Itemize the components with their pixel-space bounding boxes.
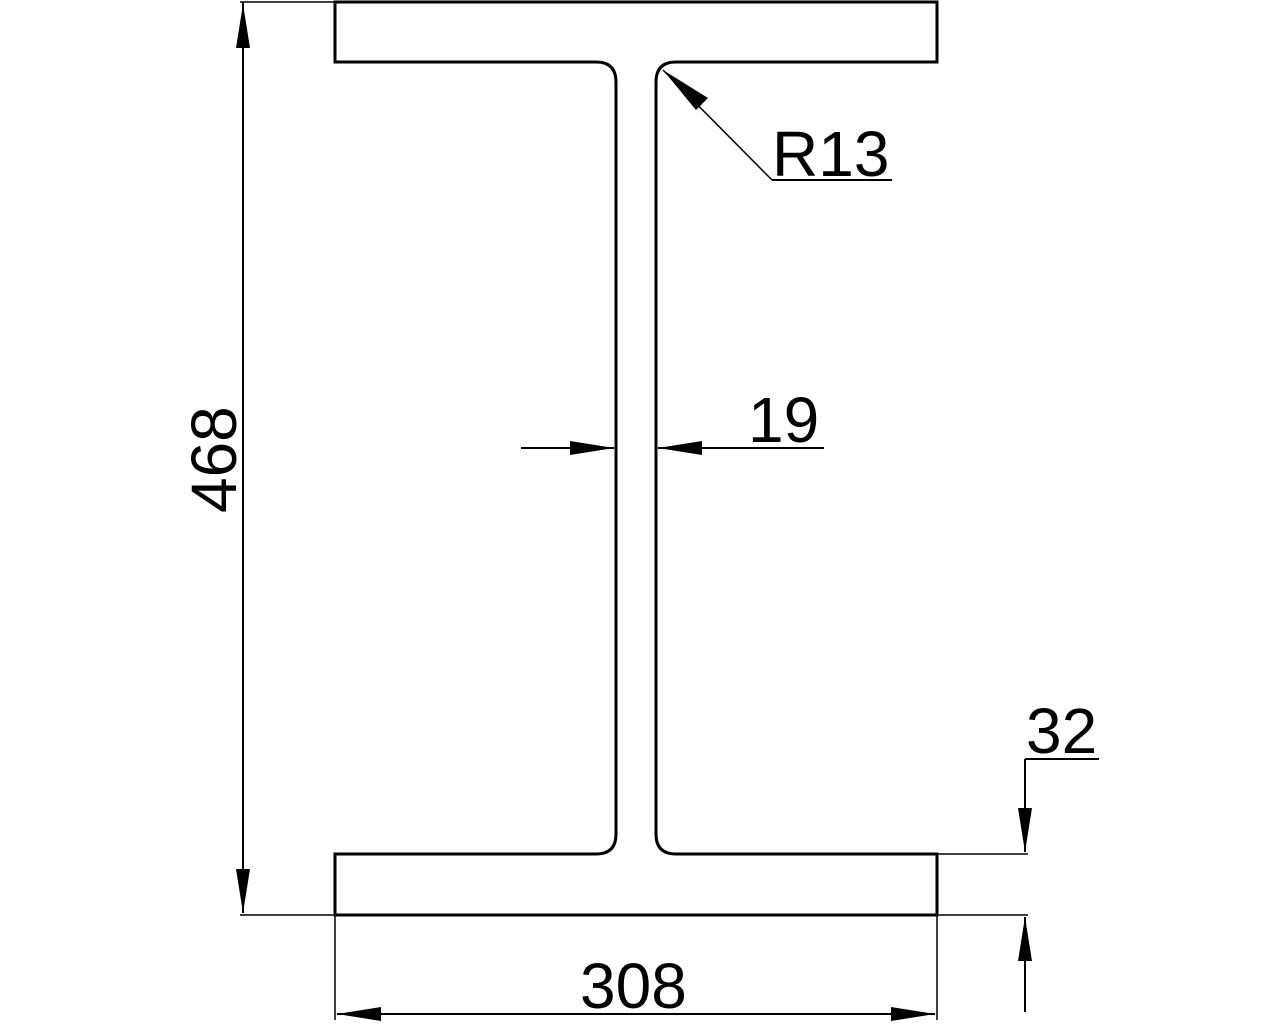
width-dimension: 308: [334, 915, 938, 1022]
height-label: 468: [178, 406, 250, 513]
arrow-left-icon: [658, 441, 702, 455]
fillet-radius-leader: R13: [662, 69, 892, 190]
arrow-up-icon: [1018, 917, 1032, 961]
arrow-right-icon: [891, 1007, 935, 1021]
web-thickness-label: 19: [748, 384, 819, 456]
height-dimension: 468: [178, 1, 335, 916]
fillet-radius-label: R13: [772, 118, 889, 190]
arrow-left-icon: [337, 1007, 381, 1021]
leader-arrow-icon: [663, 70, 708, 110]
web-thickness-dimension: 19: [521, 384, 824, 456]
flange-thickness-label: 32: [1026, 695, 1097, 767]
width-label: 308: [580, 950, 687, 1022]
arrow-right-icon: [570, 441, 614, 455]
arrow-down-icon: [1018, 808, 1032, 852]
arrow-down-icon: [236, 869, 250, 913]
flange-thickness-dimension: 32: [937, 695, 1099, 1012]
arrow-up-icon: [236, 4, 250, 48]
